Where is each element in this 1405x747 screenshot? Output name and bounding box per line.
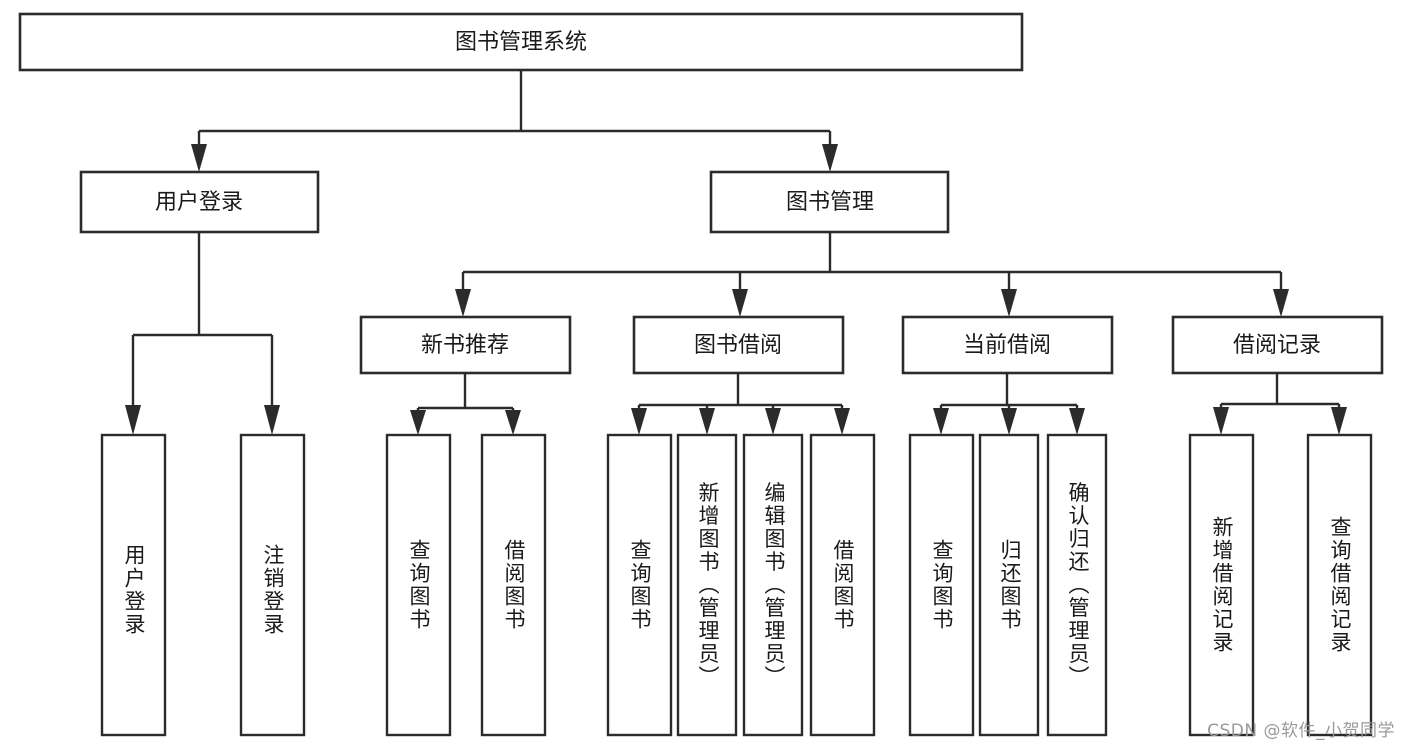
leaf-label: 新增借阅记录	[1210, 516, 1234, 654]
leaf-label: 归还图书	[998, 539, 1022, 631]
leaf-box-rect	[676, 433, 738, 737]
arrowhead-current-borrow	[1001, 289, 1017, 317]
arrowhead-leaf-user-login	[125, 405, 141, 435]
leaf-box-rect	[606, 433, 673, 737]
arrowhead-leaf-query-borrow-record	[1331, 407, 1347, 435]
leaf-box-rect	[809, 433, 876, 737]
node-book-management-system[interactable]: 图书管理系统	[18, 12, 1024, 72]
leaf-label: 查询图书	[407, 539, 431, 631]
leaf-label: 新增图书（管理员）	[696, 482, 720, 689]
node-book-management[interactable]: 图书管理	[709, 170, 950, 234]
node-label: 用户登录	[155, 190, 243, 215]
leaf-node-confirm-return[interactable]: 确认归还（管理员）	[1046, 433, 1108, 737]
node-borrow-record[interactable]: 借阅记录	[1171, 315, 1384, 375]
node-book-borrow[interactable]: 图书借阅	[632, 315, 845, 375]
node-new-book-recommend[interactable]: 新书推荐	[359, 315, 572, 375]
leaf-label: 编辑图书（管理员）	[762, 482, 786, 689]
leaf-label: 查询图书	[628, 539, 652, 631]
leaf-node-user-login[interactable]: 用户登录	[100, 433, 167, 737]
leaf-box-rect	[480, 433, 547, 737]
node-user-login[interactable]: 用户登录	[79, 170, 320, 234]
node-box-rect	[1171, 315, 1384, 375]
arrowhead-new-book-recommend	[455, 289, 471, 317]
node-box-rect	[901, 315, 1114, 375]
node-label: 当前借阅	[963, 333, 1051, 358]
leaf-label: 用户登录	[122, 544, 146, 636]
arrowhead-leaf-confirm-return	[1069, 408, 1085, 435]
leaf-box-rect	[978, 433, 1040, 737]
leaf-node-query-borrow-record[interactable]: 查询借阅记录	[1306, 433, 1373, 737]
leaf-box-rect	[908, 433, 975, 737]
arrowhead-leaf-query-book-3	[933, 408, 949, 435]
leaf-label: 查询借阅记录	[1328, 516, 1352, 654]
leaf-box-rect	[239, 433, 306, 737]
node-label: 图书管理系统	[455, 30, 587, 55]
node-label: 图书管理	[786, 190, 874, 215]
node-label: 图书借阅	[694, 333, 782, 358]
arrowhead-leaf-borrow-book-1	[505, 410, 521, 435]
leaf-label: 确认归还（管理员）	[1066, 482, 1090, 689]
leaf-node-return-book[interactable]: 归还图书	[978, 433, 1040, 737]
node-box-rect	[18, 12, 1024, 72]
leaf-node-query-book-3[interactable]: 查询图书	[908, 433, 975, 737]
arrowhead-leaf-borrow-book-2	[834, 408, 850, 435]
leaf-box-rect	[1188, 433, 1255, 737]
leaf-box-rect	[742, 433, 804, 737]
node-box-rect	[709, 170, 950, 234]
node-label: 新书推荐	[421, 333, 509, 358]
arrowhead-leaf-query-book-1	[410, 410, 426, 435]
arrowhead-leaf-add-borrow-record	[1213, 407, 1229, 435]
node-box-rect	[359, 315, 572, 375]
leaf-node-edit-book[interactable]: 编辑图书（管理员）	[742, 433, 804, 737]
arrowhead-book-borrow	[732, 289, 748, 317]
arrowhead-leaf-add-book	[699, 408, 715, 435]
arrowhead-leaf-return-book	[1001, 408, 1017, 435]
leaf-label: 借阅图书	[502, 539, 526, 631]
arrowhead-book-management	[822, 144, 838, 172]
leaf-node-query-book-2[interactable]: 查询图书	[606, 433, 673, 737]
arrowhead-leaf-logout-login	[264, 405, 280, 435]
leaf-node-logout-login[interactable]: 注销登录	[239, 433, 306, 737]
leaf-node-add-borrow-record[interactable]: 新增借阅记录	[1188, 433, 1255, 737]
leaf-node-query-book-1[interactable]: 查询图书	[385, 433, 452, 737]
arrowhead-borrow-record	[1273, 289, 1289, 317]
leaf-box-rect	[385, 433, 452, 737]
leaf-node-borrow-book-2[interactable]: 借阅图书	[809, 433, 876, 737]
leaf-box-rect	[100, 433, 167, 737]
leaf-box-rect	[1046, 433, 1108, 737]
arrowhead-leaf-edit-book	[765, 408, 781, 435]
node-current-borrow[interactable]: 当前借阅	[901, 315, 1114, 375]
csdn-watermark: CSDN @软件_小贺同学	[1207, 721, 1395, 741]
node-box-rect	[632, 315, 845, 375]
leaf-label: 注销登录	[261, 544, 285, 636]
arrowhead-user-login	[191, 144, 207, 172]
leaf-box-rect	[1306, 433, 1373, 737]
leaf-label: 查询图书	[930, 539, 954, 631]
leaf-label: 借阅图书	[831, 539, 855, 631]
node-label: 借阅记录	[1233, 333, 1321, 358]
leaf-node-add-book[interactable]: 新增图书（管理员）	[676, 433, 738, 737]
leaf-node-borrow-book-1[interactable]: 借阅图书	[480, 433, 547, 737]
arrowhead-leaf-query-book-2	[631, 408, 647, 435]
